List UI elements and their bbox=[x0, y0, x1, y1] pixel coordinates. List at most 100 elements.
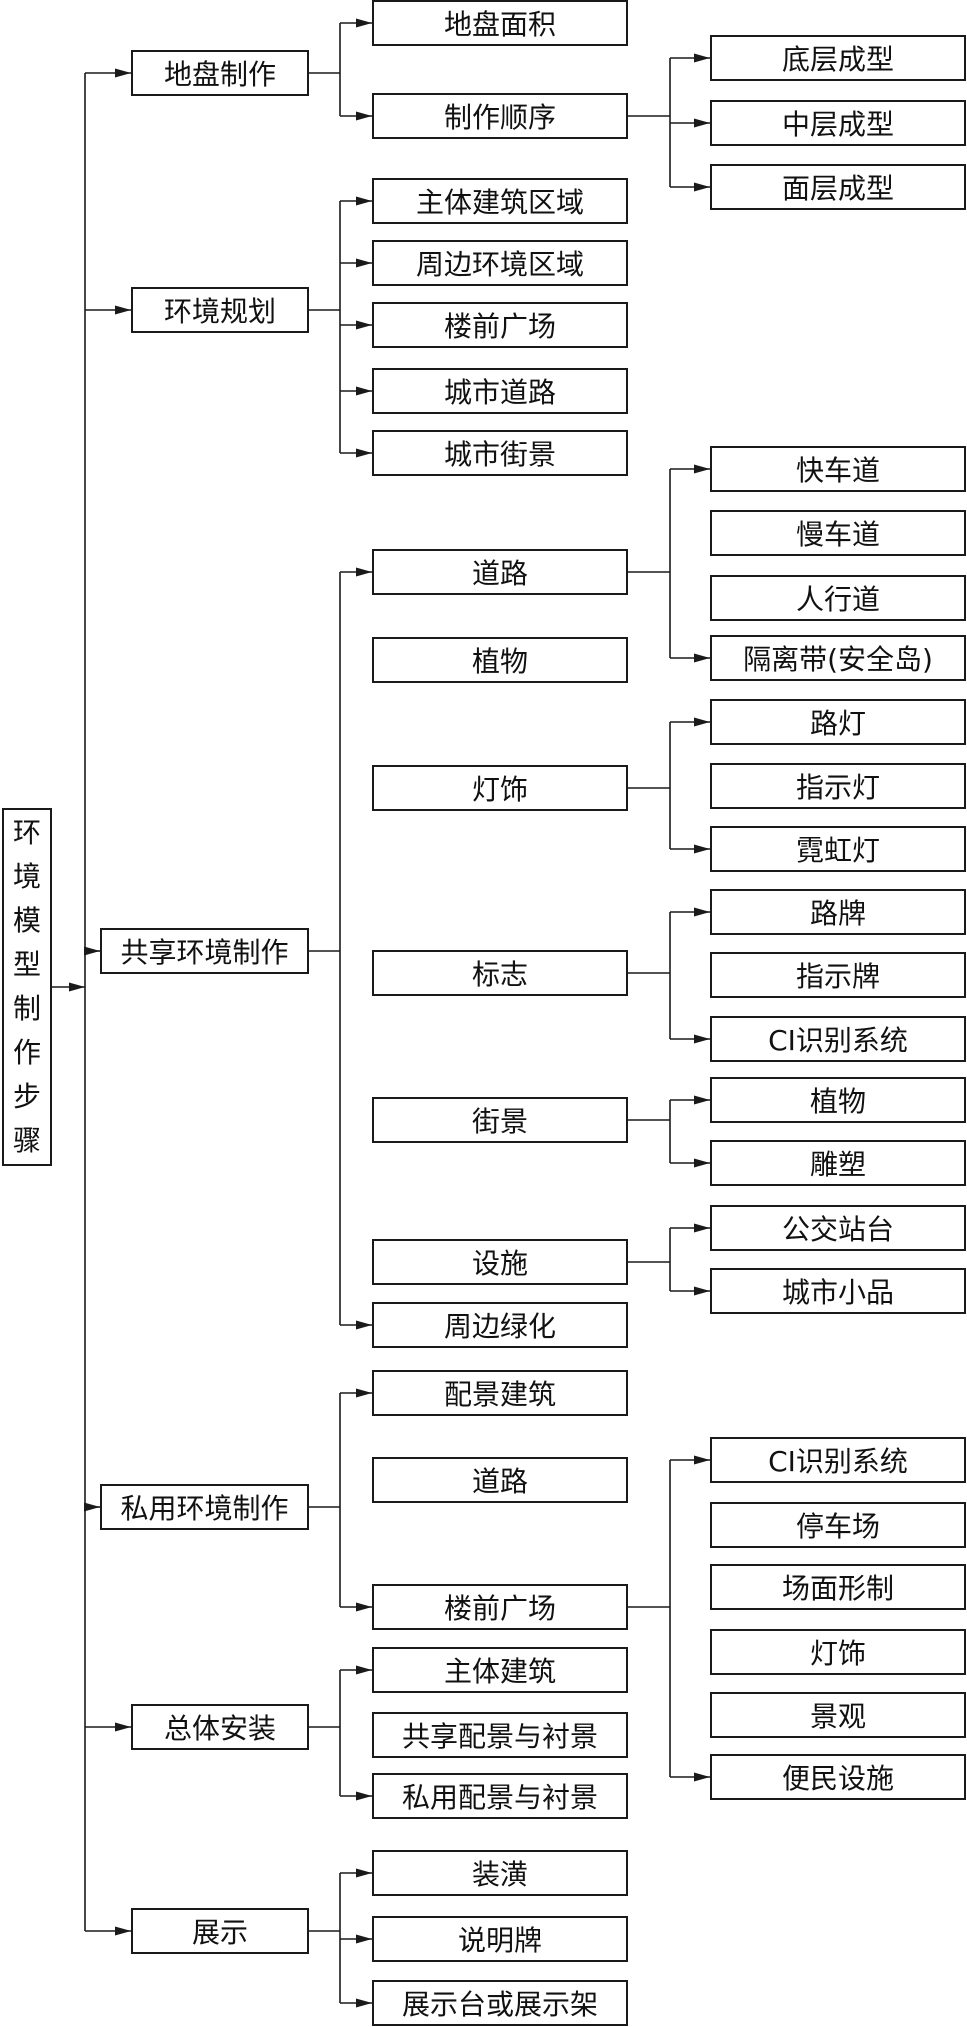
node-level2: 主体建筑区域 bbox=[372, 178, 628, 224]
arrowhead bbox=[694, 717, 710, 727]
arrowhead bbox=[356, 1320, 372, 1330]
arrowhead bbox=[356, 1388, 372, 1398]
node-level3: 隔离带(安全岛) bbox=[710, 635, 966, 681]
node-level2: 配景建筑 bbox=[372, 1370, 628, 1416]
node-level3: CI识别系统 bbox=[710, 1016, 966, 1062]
node-level2: 道路 bbox=[372, 1457, 628, 1503]
arrowhead bbox=[356, 1665, 372, 1675]
node-level1: 私用环境制作 bbox=[100, 1484, 309, 1530]
node-level2: 标志 bbox=[372, 950, 628, 996]
root-char: 模 bbox=[12, 904, 41, 937]
node-level3: 指示牌 bbox=[710, 952, 966, 998]
arrowhead bbox=[356, 1602, 372, 1612]
arrowhead bbox=[84, 946, 100, 956]
arrowhead bbox=[356, 196, 372, 206]
node-level3: 灯饰 bbox=[710, 1629, 966, 1675]
node-level3: 景观 bbox=[710, 1692, 966, 1738]
node-level1: 环境规划 bbox=[131, 287, 309, 333]
root-char: 制 bbox=[12, 992, 41, 1025]
node-level2: 城市街景 bbox=[372, 430, 628, 476]
node-level3: 中层成型 bbox=[710, 100, 966, 146]
node-level3: 霓虹灯 bbox=[710, 826, 966, 872]
arrowhead bbox=[356, 1868, 372, 1878]
node-level3: 慢车道 bbox=[710, 510, 966, 556]
node-level3: 路灯 bbox=[710, 699, 966, 745]
arrowhead bbox=[694, 1095, 710, 1105]
root-char: 步 bbox=[12, 1080, 41, 1113]
node-level2: 共享配景与衬景 bbox=[372, 1712, 628, 1758]
node-level2: 主体建筑 bbox=[372, 1647, 628, 1693]
node-level2: 私用配景与衬景 bbox=[372, 1773, 628, 1819]
arrowhead bbox=[356, 448, 372, 458]
arrowhead bbox=[115, 305, 131, 315]
arrowhead bbox=[694, 464, 710, 474]
node-level3: CI识别系统 bbox=[710, 1437, 966, 1483]
node-level1: 总体安装 bbox=[131, 1704, 309, 1750]
node-level1: 地盘制作 bbox=[131, 50, 309, 96]
node-level2: 设施 bbox=[372, 1239, 628, 1285]
arrowhead bbox=[694, 182, 710, 192]
node-level3: 面层成型 bbox=[710, 164, 966, 210]
node-level2: 装潢 bbox=[372, 1850, 628, 1896]
arrowhead bbox=[694, 1034, 710, 1044]
node-level2: 地盘面积 bbox=[372, 0, 628, 46]
arrowhead bbox=[115, 1926, 131, 1936]
node-level2: 说明牌 bbox=[372, 1916, 628, 1962]
root-char: 骤 bbox=[12, 1124, 41, 1157]
node-level2: 灯饰 bbox=[372, 765, 628, 811]
root-char: 境 bbox=[12, 860, 41, 893]
arrowhead bbox=[356, 1791, 372, 1801]
arrowhead bbox=[694, 653, 710, 663]
arrowhead bbox=[694, 1772, 710, 1782]
arrowhead bbox=[115, 68, 131, 78]
arrowhead bbox=[694, 53, 710, 63]
arrowhead bbox=[694, 1455, 710, 1465]
node-level2: 楼前广场 bbox=[372, 302, 628, 348]
arrowhead bbox=[69, 982, 85, 992]
arrowhead bbox=[356, 386, 372, 396]
node-level3: 场面形制 bbox=[710, 1564, 966, 1610]
node-level3: 指示灯 bbox=[710, 763, 966, 809]
node-level3: 停车场 bbox=[710, 1502, 966, 1548]
node-level3: 植物 bbox=[710, 1077, 966, 1123]
node-level2: 城市道路 bbox=[372, 368, 628, 414]
node-level1: 展示 bbox=[131, 1908, 309, 1954]
node-level2: 植物 bbox=[372, 637, 628, 683]
node-level3: 城市小品 bbox=[710, 1268, 966, 1314]
arrowhead bbox=[356, 258, 372, 268]
arrowhead bbox=[694, 1223, 710, 1233]
arrowhead bbox=[694, 844, 710, 854]
node-level3: 路牌 bbox=[710, 889, 966, 935]
node-level2: 楼前广场 bbox=[372, 1584, 628, 1630]
arrowhead bbox=[356, 1934, 372, 1944]
node-level2: 周边环境区域 bbox=[372, 240, 628, 286]
node-level3: 底层成型 bbox=[710, 35, 966, 81]
node-level3: 雕塑 bbox=[710, 1140, 966, 1186]
node-level2: 周边绿化 bbox=[372, 1302, 628, 1348]
arrowhead bbox=[356, 111, 372, 121]
arrowhead bbox=[694, 1286, 710, 1296]
node-level1: 共享环境制作 bbox=[100, 928, 309, 974]
node-level3: 公交站台 bbox=[710, 1205, 966, 1251]
arrowhead bbox=[356, 1998, 372, 2008]
arrowhead bbox=[694, 907, 710, 917]
arrowhead bbox=[694, 118, 710, 128]
arrowhead bbox=[115, 1722, 131, 1732]
root-char: 环 bbox=[12, 816, 41, 849]
root-char: 型 bbox=[12, 948, 41, 981]
node-level3: 便民设施 bbox=[710, 1754, 966, 1800]
node-level2: 制作顺序 bbox=[372, 93, 628, 139]
node-level3: 快车道 bbox=[710, 446, 966, 492]
root-char: 作 bbox=[12, 1036, 41, 1069]
arrowhead bbox=[694, 1158, 710, 1168]
arrowhead bbox=[356, 320, 372, 330]
arrowhead bbox=[356, 567, 372, 577]
node-level3: 人行道 bbox=[710, 575, 966, 621]
node-level2: 展示台或展示架 bbox=[372, 1980, 628, 2026]
arrowhead bbox=[356, 18, 372, 28]
node-level2: 街景 bbox=[372, 1097, 628, 1143]
root-node: 环 境 模 型 制 作 步 骤 bbox=[2, 808, 52, 1166]
arrowhead bbox=[84, 1502, 100, 1512]
